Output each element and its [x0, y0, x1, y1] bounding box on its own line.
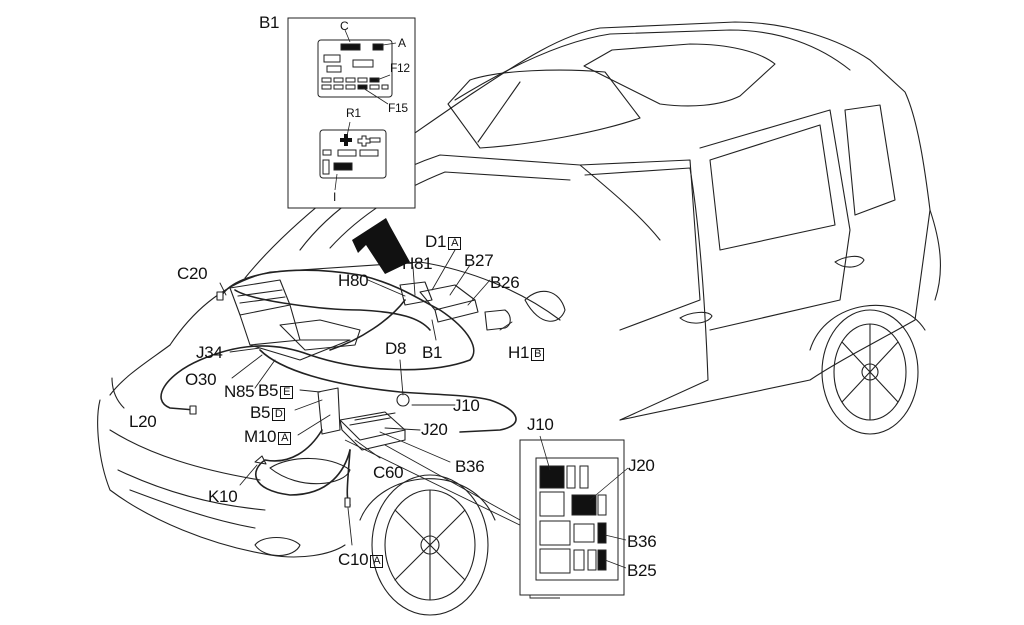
windshield: [299, 154, 661, 251]
label-f15: F15: [388, 101, 408, 115]
inset-fuse-box: [287, 17, 416, 209]
battery: [339, 411, 406, 441]
hood: [169, 261, 561, 346]
label-o30: O30: [185, 370, 217, 389]
label-c20: C20: [177, 264, 208, 283]
label-c: C: [340, 19, 349, 33]
inset-label-j10: J10: [527, 415, 554, 434]
label-n85: N85: [224, 382, 255, 401]
label-j20: J20: [421, 420, 448, 439]
label-d8: D8: [385, 339, 407, 358]
sunroof-front: [447, 69, 641, 149]
inset-relay-box: [344, 435, 629, 599]
fuse-box-top: [317, 39, 393, 98]
label-h80: H80: [338, 271, 369, 290]
relay-unit: [419, 284, 476, 311]
inset-label-b25: B25: [627, 561, 657, 580]
label-c60: C60: [373, 463, 404, 482]
inset-label-j20: J20: [628, 456, 655, 475]
fog-light: [254, 536, 301, 557]
sunroof-rear: [583, 43, 776, 107]
control-unit: [317, 387, 341, 435]
label-l20: L20: [129, 412, 157, 431]
rear-door: [699, 109, 851, 331]
front-wheel: [371, 474, 489, 616]
front-door-handle: [679, 311, 713, 324]
label-f12: F12: [390, 61, 410, 75]
intake-duct: [279, 319, 361, 351]
label-b36: B36: [455, 457, 485, 476]
label-b26: B26: [490, 273, 520, 292]
headlight: [269, 457, 351, 485]
front-door: [584, 167, 709, 421]
wiring-harness: [160, 269, 475, 411]
side-mirror: [524, 290, 566, 322]
inset-title-b1: B1: [259, 13, 280, 32]
label-a: A: [398, 36, 406, 50]
rear-wheel: [821, 309, 919, 435]
label-b1: B1: [422, 343, 443, 362]
front-bumper: [97, 399, 346, 558]
d8-sensor: [396, 393, 410, 407]
sensor-b26: [484, 309, 511, 331]
rear-door-handle: [834, 255, 865, 268]
label-k10: K10: [208, 487, 238, 506]
inset-label-b36: B36: [627, 532, 657, 551]
label-h81: H81: [402, 254, 433, 273]
relay-box-bottom: [319, 129, 387, 179]
label-i: I: [333, 190, 337, 204]
pointer-arrow: [352, 218, 410, 274]
label-j10: J10: [453, 396, 480, 415]
label-j34: J34: [196, 343, 223, 362]
label-r1: R1: [346, 106, 361, 120]
label-b27: B27: [464, 251, 494, 270]
